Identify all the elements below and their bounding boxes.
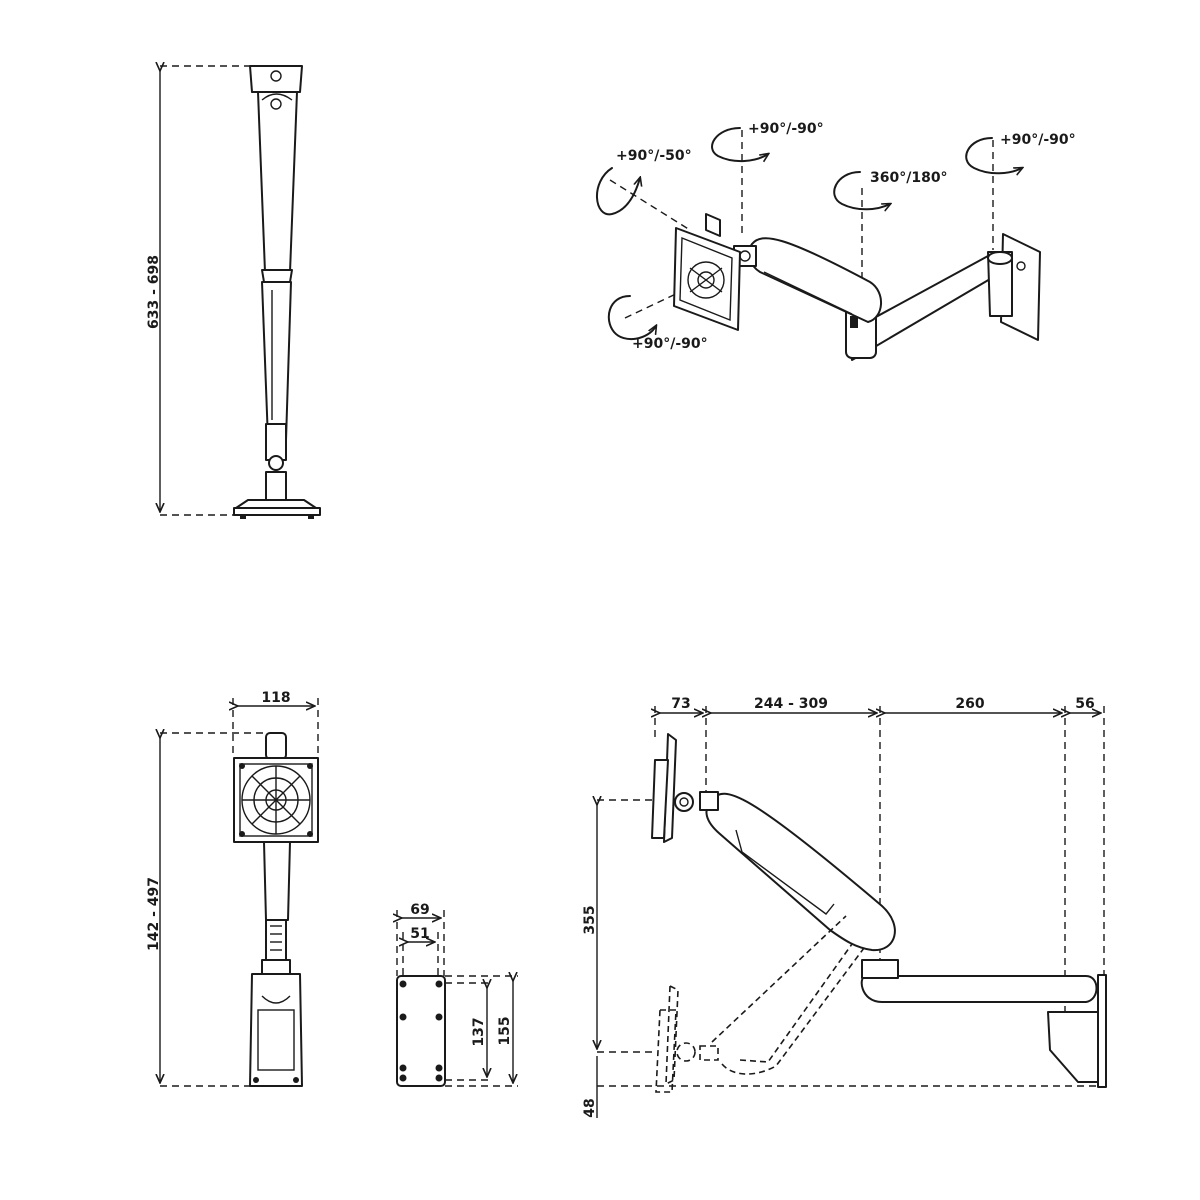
back-view: 118 142 - 497 xyxy=(146,690,319,1087)
lift-range-label: 355 xyxy=(582,905,598,934)
side-arm-illustration xyxy=(651,733,1107,1093)
rotate-range-label: +90°/-90° xyxy=(632,336,708,352)
back-height-label: 142 - 497 xyxy=(146,877,162,951)
tilt-axis xyxy=(609,179,691,231)
tilt-rotation-arrow xyxy=(596,167,640,216)
side-view: 73 244 - 309 260 56 355 48 xyxy=(582,696,1107,1118)
back-arm-illustration xyxy=(233,732,319,1087)
elbow-range-label: 360°/180° xyxy=(870,170,948,186)
plate-inner-width-label: 51 xyxy=(410,926,429,942)
rotate-axis xyxy=(624,291,681,319)
bottom-offset-label: 48 xyxy=(582,1098,598,1117)
rotation-view: +90°/-50° +90°/-90° 360°/180° +90°/-90° … xyxy=(596,121,1076,361)
rotate-rotation-arrow xyxy=(607,295,656,341)
front-view: 633 - 698 xyxy=(146,65,321,519)
tilt-range-label: +90°/-50° xyxy=(616,148,692,164)
plate-outer-width-label: 69 xyxy=(410,902,429,918)
plate-outer-height-label: 155 xyxy=(497,1016,513,1045)
plate-view: 69 51 137 155 xyxy=(396,902,518,1087)
elbow-rotation-arrow xyxy=(833,171,890,209)
rotation-arm-illustration xyxy=(673,213,1041,361)
wall-depth-label: 56 xyxy=(1075,696,1094,712)
head-swivel-rotation-arrow xyxy=(711,127,768,161)
front-height-label: 633 - 698 xyxy=(146,255,162,329)
front-arm-illustration xyxy=(233,65,321,519)
plate-inner-height-label: 137 xyxy=(471,1017,487,1046)
back-width-label: 118 xyxy=(261,690,290,706)
upper-arm-length-label: 244 - 309 xyxy=(754,696,828,712)
wall-swivel-range-label: +90°/-90° xyxy=(1000,132,1076,148)
lower-arm-length-label: 260 xyxy=(955,696,984,712)
head-depth-label: 73 xyxy=(671,696,690,712)
wall-swivel-rotation-arrow xyxy=(965,137,1022,173)
head-swivel-range-label: +90°/-90° xyxy=(748,121,824,137)
wall-plate xyxy=(396,975,446,1087)
